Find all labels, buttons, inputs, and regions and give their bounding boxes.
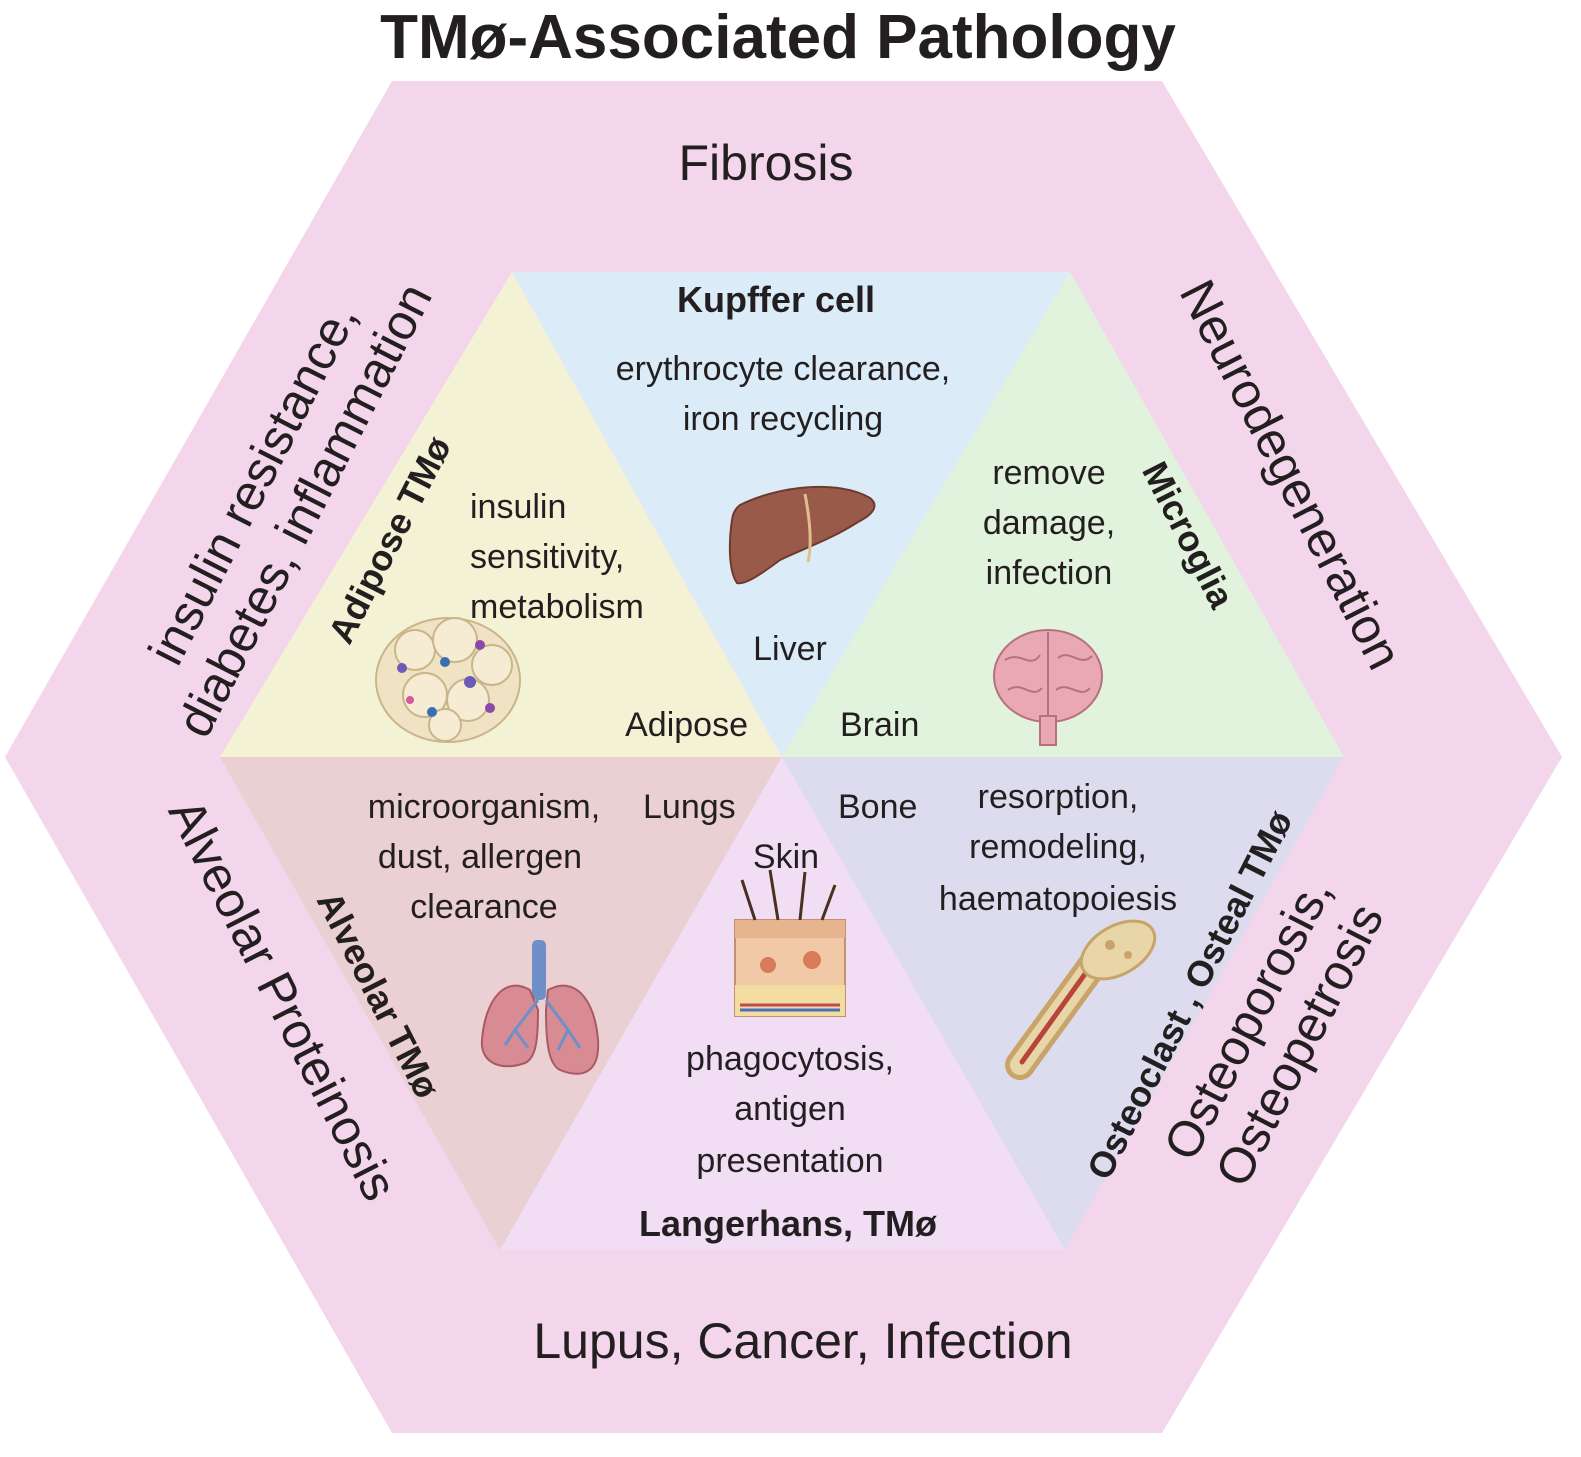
function-lungs-line1: microorganism, <box>368 788 600 826</box>
function-adipose-line2: sensitivity, <box>470 538 624 576</box>
organ-bone: Bone <box>838 788 917 826</box>
function-brain-line3: infection <box>986 554 1113 592</box>
cell-langerhans: Langerhans, TMø <box>639 1203 937 1244</box>
function-liver-line1: erythrocyte clearance, <box>616 350 951 388</box>
organ-liver: Liver <box>753 630 827 668</box>
function-adipose-line3: metabolism <box>470 588 644 626</box>
function-bone-line2: remodeling, <box>969 828 1147 866</box>
function-lungs-line2: dust, allergen <box>378 838 582 876</box>
organ-skin: Skin <box>753 838 819 876</box>
skin-icon <box>734 869 846 1017</box>
function-brain-line1: remove <box>992 454 1105 492</box>
pathology-bottom: Lupus, Cancer, Infection <box>533 1313 1072 1369</box>
diagram-title: TMø-Associated Pathology <box>380 3 1176 72</box>
function-adipose-line1: insulin <box>470 488 566 526</box>
function-brain-line2: damage, <box>983 504 1115 542</box>
adipose-tissue-icon <box>375 617 521 743</box>
function-skin-line2: antigen <box>734 1090 846 1128</box>
segment-adipose <box>220 272 782 757</box>
organ-lungs: Lungs <box>643 788 736 826</box>
function-bone-line1: resorption, <box>978 778 1139 816</box>
function-bone-line3: haematopoiesis <box>939 880 1177 918</box>
brain-icon <box>993 629 1103 746</box>
function-lungs-line3: clearance <box>410 888 557 926</box>
segment-brain <box>782 272 1344 757</box>
function-skin-line1: phagocytosis, <box>686 1040 894 1078</box>
pathology-top: Fibrosis <box>678 135 853 191</box>
bone-icon <box>1005 919 1157 1080</box>
organ-adipose: Adipose <box>625 706 748 744</box>
organ-brain: Brain <box>840 706 919 744</box>
function-skin-line3: presentation <box>696 1142 883 1180</box>
liver-icon <box>728 485 876 585</box>
cell-kupffer: Kupffer cell <box>677 279 875 320</box>
function-liver-line2: iron recycling <box>683 400 883 438</box>
lungs-icon <box>480 940 600 1075</box>
